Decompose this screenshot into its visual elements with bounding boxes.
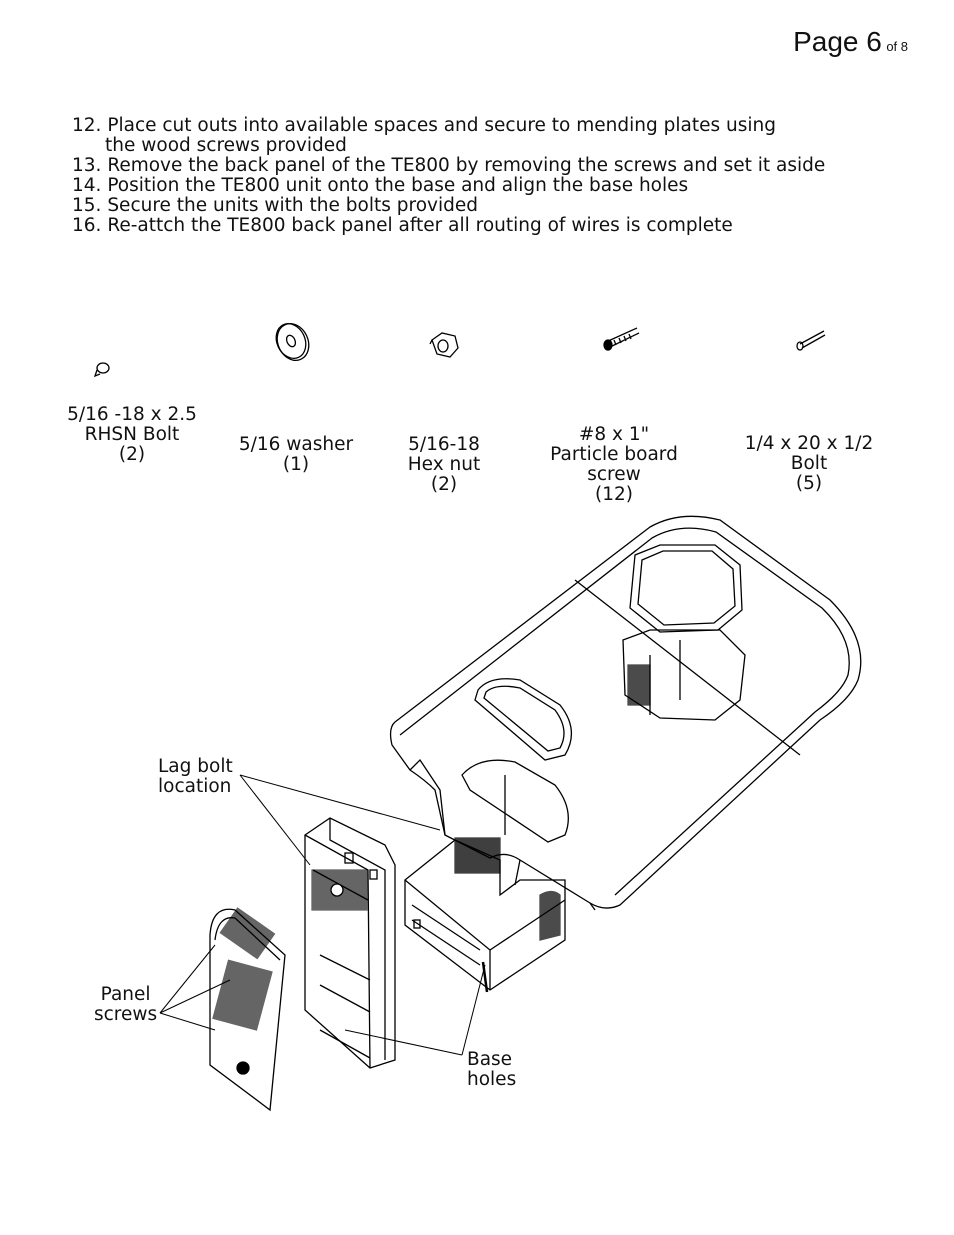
hardware-label-line: (12) [595, 484, 633, 505]
page-total: of 8 [886, 39, 908, 54]
base-cabinet [404, 837, 566, 993]
hardware-label-line: (2) [118, 444, 146, 465]
d-shaped-cutout [461, 678, 572, 843]
octagon-cutout [622, 544, 746, 721]
washer-icon [275, 322, 310, 361]
hardware-label-rhsn-bolt: 5/16 -18 x 2.5 RHSN Bolt (2) [62, 405, 202, 465]
callout-line: Panel [100, 984, 151, 1005]
hardware-label-small-bolt: 1/4 x 20 x 1/2 Bolt (5) [734, 434, 884, 494]
step-text-continued: the wood screws provided [105, 135, 347, 156]
small-bolt-icon [796, 330, 826, 351]
hardware-label-line: Hex nut [407, 454, 481, 475]
hardware-label-line: (5) [795, 473, 823, 494]
step-text: Remove the back panel of the TE800 by re… [107, 155, 826, 176]
hex-nut-icon [429, 332, 459, 358]
step-12: 12. Place cut outs into available spaces… [72, 116, 902, 156]
callout-panel-screws: Panel screws [94, 985, 157, 1025]
step-number: 15. [72, 195, 102, 216]
hardware-label-line: (1) [282, 454, 310, 475]
rhsn-bolt-icon [93, 362, 110, 378]
hardware-label-line: #8 x 1" [578, 424, 650, 445]
hardware-label-line: 5/16 -18 x 2.5 [67, 404, 197, 425]
callout-line: holes [467, 1069, 517, 1090]
step-text: Re-attch the TE800 back panel after all … [107, 215, 733, 236]
callout-lag-bolt: Lag bolt location [158, 757, 233, 797]
step-number: 12. [72, 115, 102, 136]
step-13: 13. Remove the back panel of the TE800 b… [72, 156, 902, 176]
hardware-label-line: (2) [430, 474, 458, 495]
callout-line: location [158, 776, 232, 797]
step-text: Position the TE800 unit onto the base an… [107, 175, 689, 196]
step-14: 14. Position the TE800 unit onto the bas… [72, 176, 902, 196]
hardware-label-washer: 5/16 washer (1) [226, 435, 366, 475]
hardware-label-line: RHSN Bolt [84, 424, 180, 445]
step-16: 16. Re-attch the TE800 back panel after … [72, 216, 902, 236]
callout-line: Base [467, 1049, 513, 1070]
wood-screw-icon [603, 327, 640, 351]
step-number: 16. [72, 215, 102, 236]
leader-lines [159, 774, 486, 1056]
step-number: 14. [72, 175, 102, 196]
step-text: Place cut outs into available spaces and… [107, 115, 776, 136]
counter-top [389, 515, 862, 911]
hardware-label-wood-screw: #8 x 1" Particle board screw (12) [534, 425, 694, 505]
page-label: Page 6 [793, 26, 882, 57]
page-number: Page 6 of 8 [793, 26, 908, 58]
te800-cabinet [304, 817, 396, 1069]
callout-line: Lag bolt [158, 756, 233, 777]
hardware-label-line: Bolt [790, 453, 828, 474]
hardware-label-line: 5/16-18 [408, 434, 480, 455]
hardware-label-hex-nut: 5/16-18 Hex nut (2) [384, 435, 504, 495]
step-number: 13. [72, 155, 102, 176]
hardware-label-line: 5/16 washer [238, 434, 354, 455]
te800-back-panel [209, 907, 286, 1112]
callout-line: screws [94, 1004, 158, 1025]
instruction-list: 12. Place cut outs into available spaces… [72, 116, 902, 236]
step-text: Secure the units with the bolts provided [107, 195, 478, 216]
hardware-label-line: Particle board [550, 444, 678, 465]
hardware-label-line: screw [587, 464, 641, 485]
step-15: 15. Secure the units with the bolts prov… [72, 196, 902, 216]
callout-base-holes: Base holes [467, 1050, 516, 1090]
hardware-label-line: 1/4 x 20 x 1/2 [744, 433, 874, 454]
